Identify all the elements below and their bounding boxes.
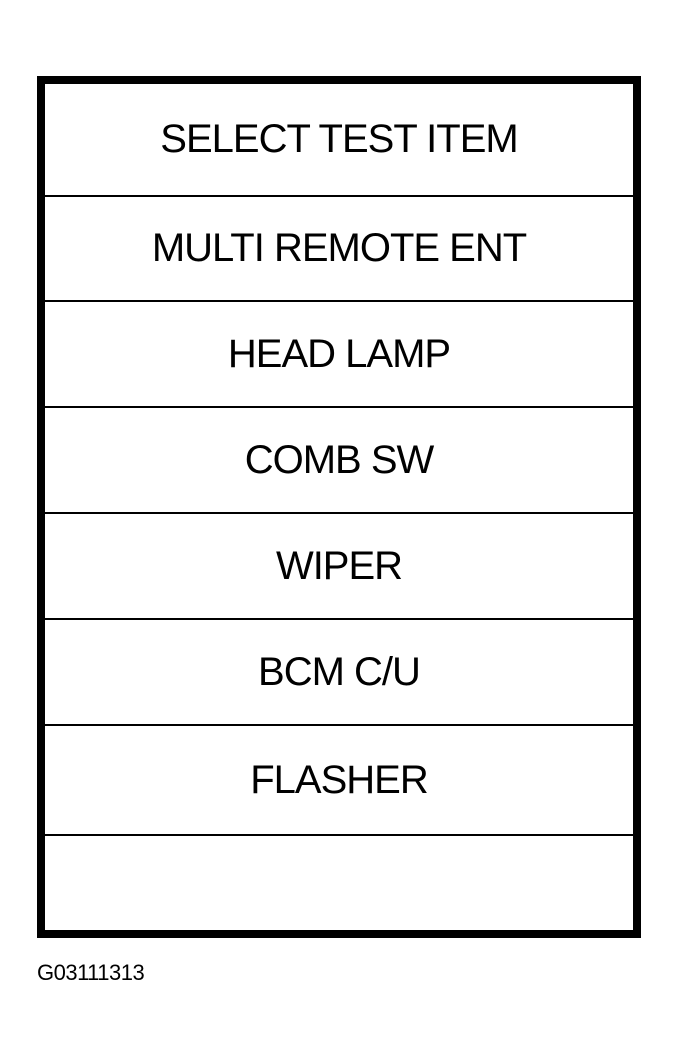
menu-item-bcm-cu[interactable]: BCM C/U bbox=[45, 620, 633, 726]
menu-item-empty bbox=[45, 836, 633, 930]
menu-item-head-lamp[interactable]: HEAD LAMP bbox=[45, 302, 633, 408]
test-item-screen: SELECT TEST ITEM MULTI REMOTE ENT HEAD L… bbox=[37, 76, 641, 938]
figure-id: G03111313 bbox=[37, 960, 145, 985]
screen-title: SELECT TEST ITEM bbox=[45, 84, 633, 197]
menu-item-comb-sw[interactable]: COMB SW bbox=[45, 408, 633, 514]
menu-item-wiper[interactable]: WIPER bbox=[45, 514, 633, 620]
menu-item-flasher[interactable]: FLASHER bbox=[45, 726, 633, 836]
menu-item-multi-remote-ent[interactable]: MULTI REMOTE ENT bbox=[45, 197, 633, 302]
